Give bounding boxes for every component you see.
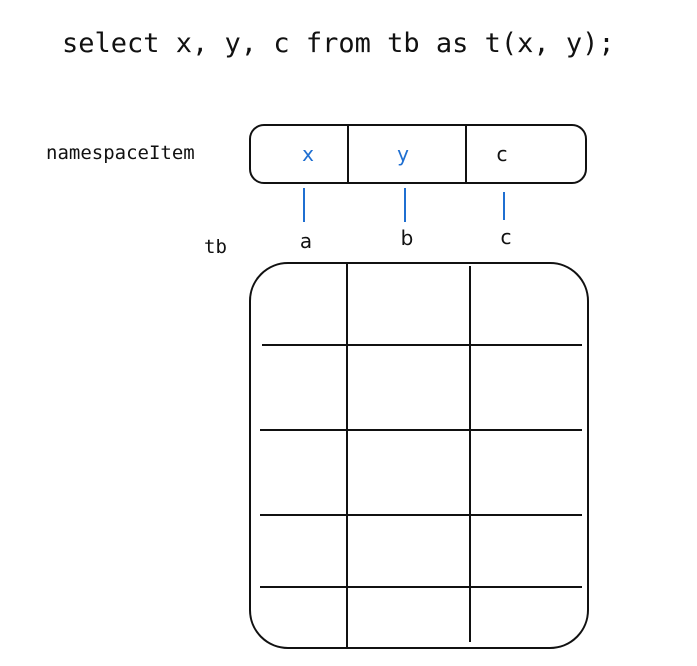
namespace-cell-c: c	[497, 142, 508, 166]
sql-query: select x, y, c from tb as t(x, y);	[62, 28, 615, 59]
table-name: tb	[204, 236, 227, 258]
namespace-cell-x: x	[302, 142, 314, 166]
table-outline	[249, 262, 589, 649]
mapping-label-c: c	[501, 225, 512, 249]
mapping-label-b: b	[401, 226, 414, 250]
namespace-cell-y: y	[397, 142, 409, 166]
namespace-box	[249, 124, 587, 184]
mapping-label-a: a	[300, 229, 312, 253]
namespace-label: namespaceItem	[46, 142, 195, 164]
